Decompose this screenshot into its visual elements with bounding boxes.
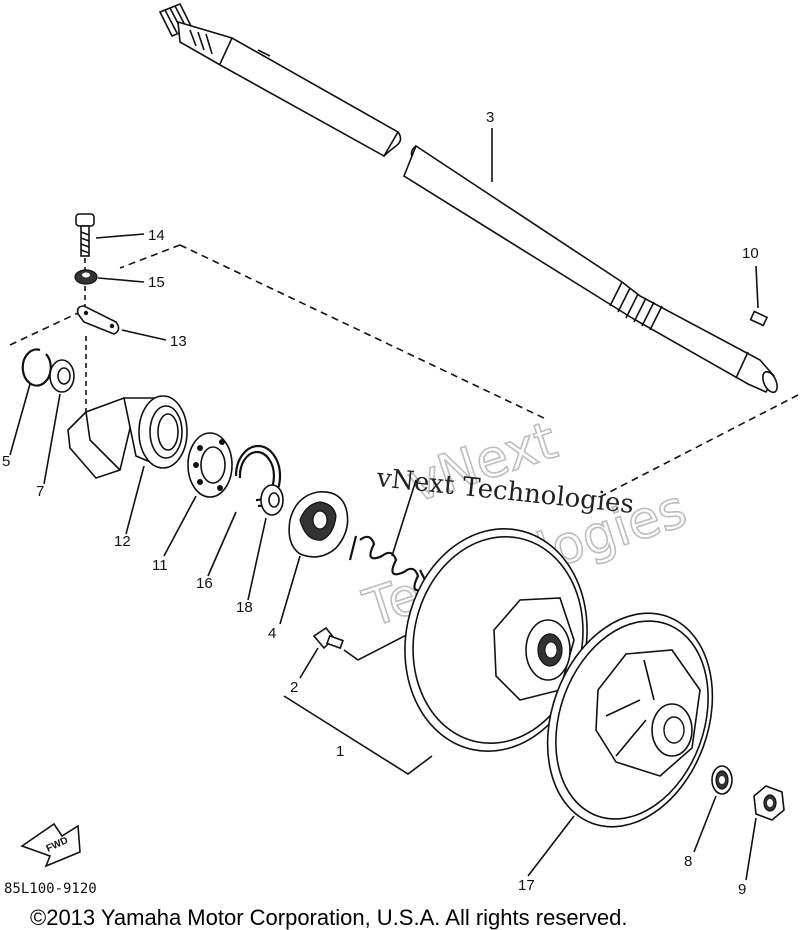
- label-part-18: 18: [236, 599, 253, 616]
- part-18-collar: [260, 484, 284, 516]
- assembly-guide-lines: [9, 244, 799, 499]
- label-part-1: 1: [336, 743, 344, 760]
- part-1-fixed-sheave: [404, 528, 588, 752]
- part-13-plate: [76, 305, 120, 335]
- part-9-nut: [753, 785, 785, 821]
- label-part-3: 3: [486, 109, 494, 126]
- label-part-9: 9: [738, 881, 746, 898]
- part-11-bearing: [187, 432, 233, 498]
- part-12-bearing-housing: [67, 395, 188, 479]
- part-17-sliding-sheave: [546, 612, 714, 828]
- label-part-5: 5: [2, 453, 10, 470]
- part-14-bolt: [75, 213, 95, 257]
- copyright-notice: ©2013 Yamaha Motor Corporation, U.S.A. A…: [30, 905, 627, 930]
- label-part-12: 12: [114, 533, 131, 550]
- part-8-washer: [711, 765, 733, 795]
- label-part-2: 2: [290, 679, 298, 696]
- secondary-shaft: [158, 2, 778, 394]
- label-part-15: 15: [148, 274, 165, 291]
- label-part-8: 8: [684, 853, 692, 870]
- label-part-4: 4: [268, 625, 276, 642]
- part-5-circlip: [21, 348, 52, 387]
- part-7-washer: [49, 359, 75, 393]
- label-part-11: 11: [152, 557, 168, 574]
- part-2-pin: [312, 626, 344, 650]
- label-part-7: 7: [36, 483, 44, 500]
- label-part-13: 13: [170, 333, 187, 350]
- label-part-16: 16: [196, 575, 213, 592]
- label-part-17: 17: [518, 877, 535, 894]
- label-part-10: 10: [742, 245, 759, 262]
- drawing-code: 85L100-9120: [4, 881, 97, 897]
- part-4-cam: [288, 491, 349, 558]
- label-part-14: 14: [148, 227, 165, 244]
- fwd-arrow-icon: FWD: [20, 822, 81, 868]
- part-10-key: [749, 310, 769, 327]
- part-15-nut: [74, 269, 98, 285]
